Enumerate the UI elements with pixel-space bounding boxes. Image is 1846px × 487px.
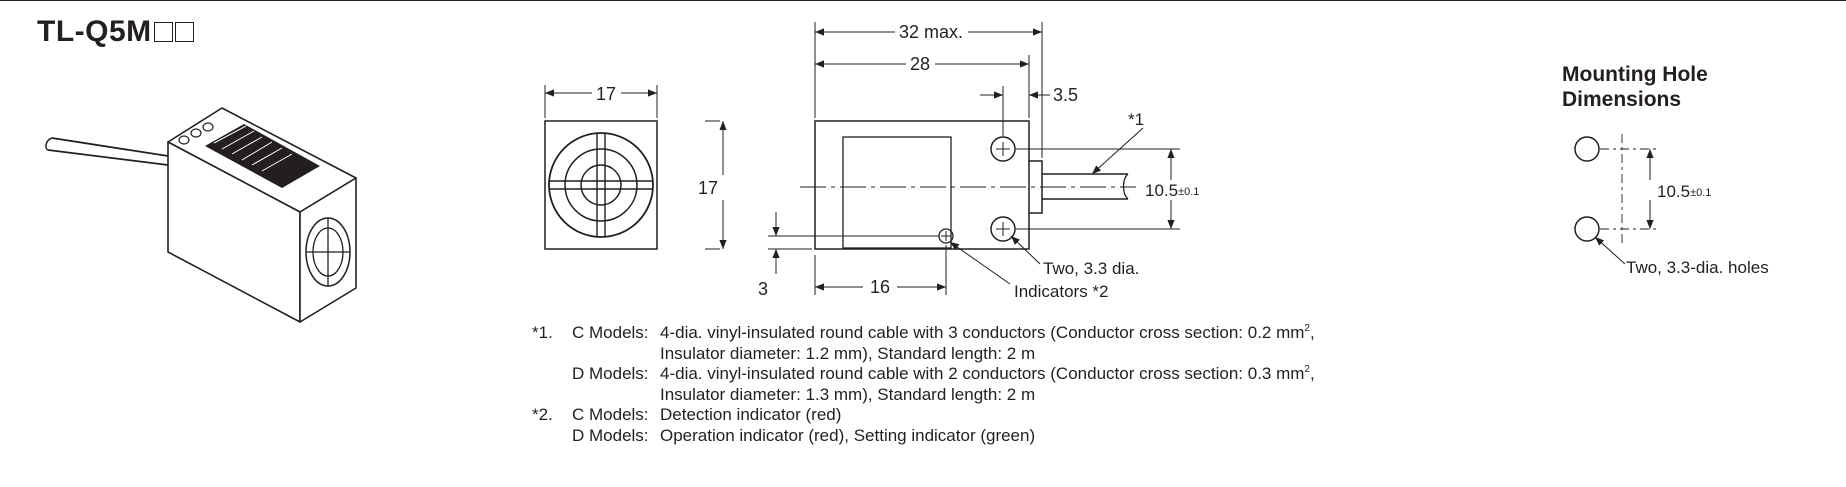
leader-indicators xyxy=(949,241,1011,285)
footnote-line: Insulator diameter: 1.3 mm), Standard le… xyxy=(532,385,1532,406)
model-suffix-box xyxy=(153,22,173,42)
mounting-hole-title: Mounting Hole Dimensions xyxy=(1562,63,1708,111)
front-view xyxy=(544,85,727,250)
footnote-model-label: C Models: xyxy=(572,323,649,342)
cable-break xyxy=(1122,173,1129,200)
target-outer-circle xyxy=(548,132,654,238)
model-suffix-box xyxy=(174,22,194,42)
footnote-text-main: 4-dia. vinyl-insulated round cable with … xyxy=(660,323,1305,342)
product-illustration xyxy=(45,107,357,323)
footnote-line: D Models: Operation indicator (red), Sett… xyxy=(532,426,1532,447)
footnote-text-main: Detection indicator (red) xyxy=(660,405,842,424)
footnote-line: *2. C Models: Detection indicator (red) xyxy=(532,405,1532,426)
label-area xyxy=(842,136,952,249)
indicators-label: Indicators *2 xyxy=(1014,282,1109,301)
body-length-label: 28 xyxy=(910,54,930,74)
side-view-outline xyxy=(814,120,1030,250)
mounting-pitch-label: 10.5±0.1 xyxy=(1657,182,1711,201)
cable-line xyxy=(51,137,169,157)
mounting-hole-drawing xyxy=(1574,134,1660,265)
cable-line xyxy=(47,149,169,166)
cable-end xyxy=(45,137,53,151)
label-plate xyxy=(205,124,320,188)
front-height-label: 17 xyxy=(698,178,718,198)
top-rule xyxy=(0,0,1846,1)
leader-note1 xyxy=(1091,127,1144,175)
pitch-label: 10.5±0.1 xyxy=(1145,181,1199,200)
footnote-text-main: Operation indicator (red), Setting indic… xyxy=(660,425,1036,445)
target-inner-circle xyxy=(564,148,638,222)
target-core-circle xyxy=(580,164,622,206)
side-view xyxy=(768,22,1180,295)
footnote-model-label: D Models: xyxy=(572,364,649,383)
footnotes: *1. C Models: 4-dia. vinyl-insulated round… xyxy=(532,323,1532,446)
cert-mark xyxy=(178,135,190,145)
overall-length-label: 32 max. xyxy=(899,22,963,42)
model-name: TL-Q5M xyxy=(37,15,152,48)
footnote-text: Insulator diameter: 1.3 mm), Standard le… xyxy=(660,385,1035,406)
footnote-text: 4-dia. vinyl-insulated round cable with … xyxy=(660,323,1315,344)
holes-label: Two, 3.3 dia. xyxy=(1043,259,1139,278)
footnote-line: D Models: 4-dia. vinyl-insulated round ca… xyxy=(532,364,1532,385)
footnote-superscript: 2 xyxy=(1304,364,1310,375)
front-width-label: 17 xyxy=(596,84,616,104)
footnote-text: Insulator diameter: 1.2 mm), Standard le… xyxy=(660,344,1035,365)
footnote-text-main: 4-dia. vinyl-insulated round cable with … xyxy=(660,364,1305,383)
footnote-line: Insulator diameter: 1.2 mm), Standard le… xyxy=(532,344,1532,365)
footnote-line: *1. C Models: 4-dia. vinyl-insulated round… xyxy=(532,323,1532,344)
mounting-hole xyxy=(990,216,1016,242)
model-title: TL-Q5M xyxy=(37,14,194,50)
cert-mark xyxy=(190,128,202,138)
indicator-position-label: 16 xyxy=(870,277,890,297)
footnote-text-tail: , xyxy=(1309,323,1315,342)
mounting-hole xyxy=(1574,216,1600,242)
footnote-model-label: C Models: xyxy=(572,405,649,424)
mounting-hole xyxy=(990,136,1016,162)
footnote-text: 4-dia. vinyl-insulated round cable with … xyxy=(660,364,1315,385)
leader-holes xyxy=(1010,235,1041,265)
mounting-holes-label: Two, 3.3-dia. holes xyxy=(1626,258,1769,277)
offset-label: 3.5 xyxy=(1053,85,1078,105)
front-view-outline xyxy=(544,120,658,250)
footnote-mark: *1. xyxy=(532,323,553,342)
leader-holes xyxy=(1594,236,1626,265)
footnote-text-main: Insulator diameter: 1.2 mm), Standard le… xyxy=(660,343,1036,363)
bottom-offset-label: 3 xyxy=(758,279,768,299)
footnote-text: Operation indicator (red), Setting indic… xyxy=(660,426,1035,447)
footnote-text-tail: , xyxy=(1309,364,1315,383)
footnote-mark: *2. xyxy=(532,405,553,424)
note1-ref-label: *1 xyxy=(1128,110,1144,129)
footnote-text: Detection indicator (red) xyxy=(660,405,841,426)
cert-mark xyxy=(202,122,214,132)
mounting-hole xyxy=(1574,136,1600,162)
footnote-superscript: 2 xyxy=(1304,323,1310,334)
footnote-model-label: D Models: xyxy=(572,425,649,445)
footnote-text-main: Insulator diameter: 1.3 mm), Standard le… xyxy=(660,384,1036,404)
label-plate-text xyxy=(213,125,293,172)
